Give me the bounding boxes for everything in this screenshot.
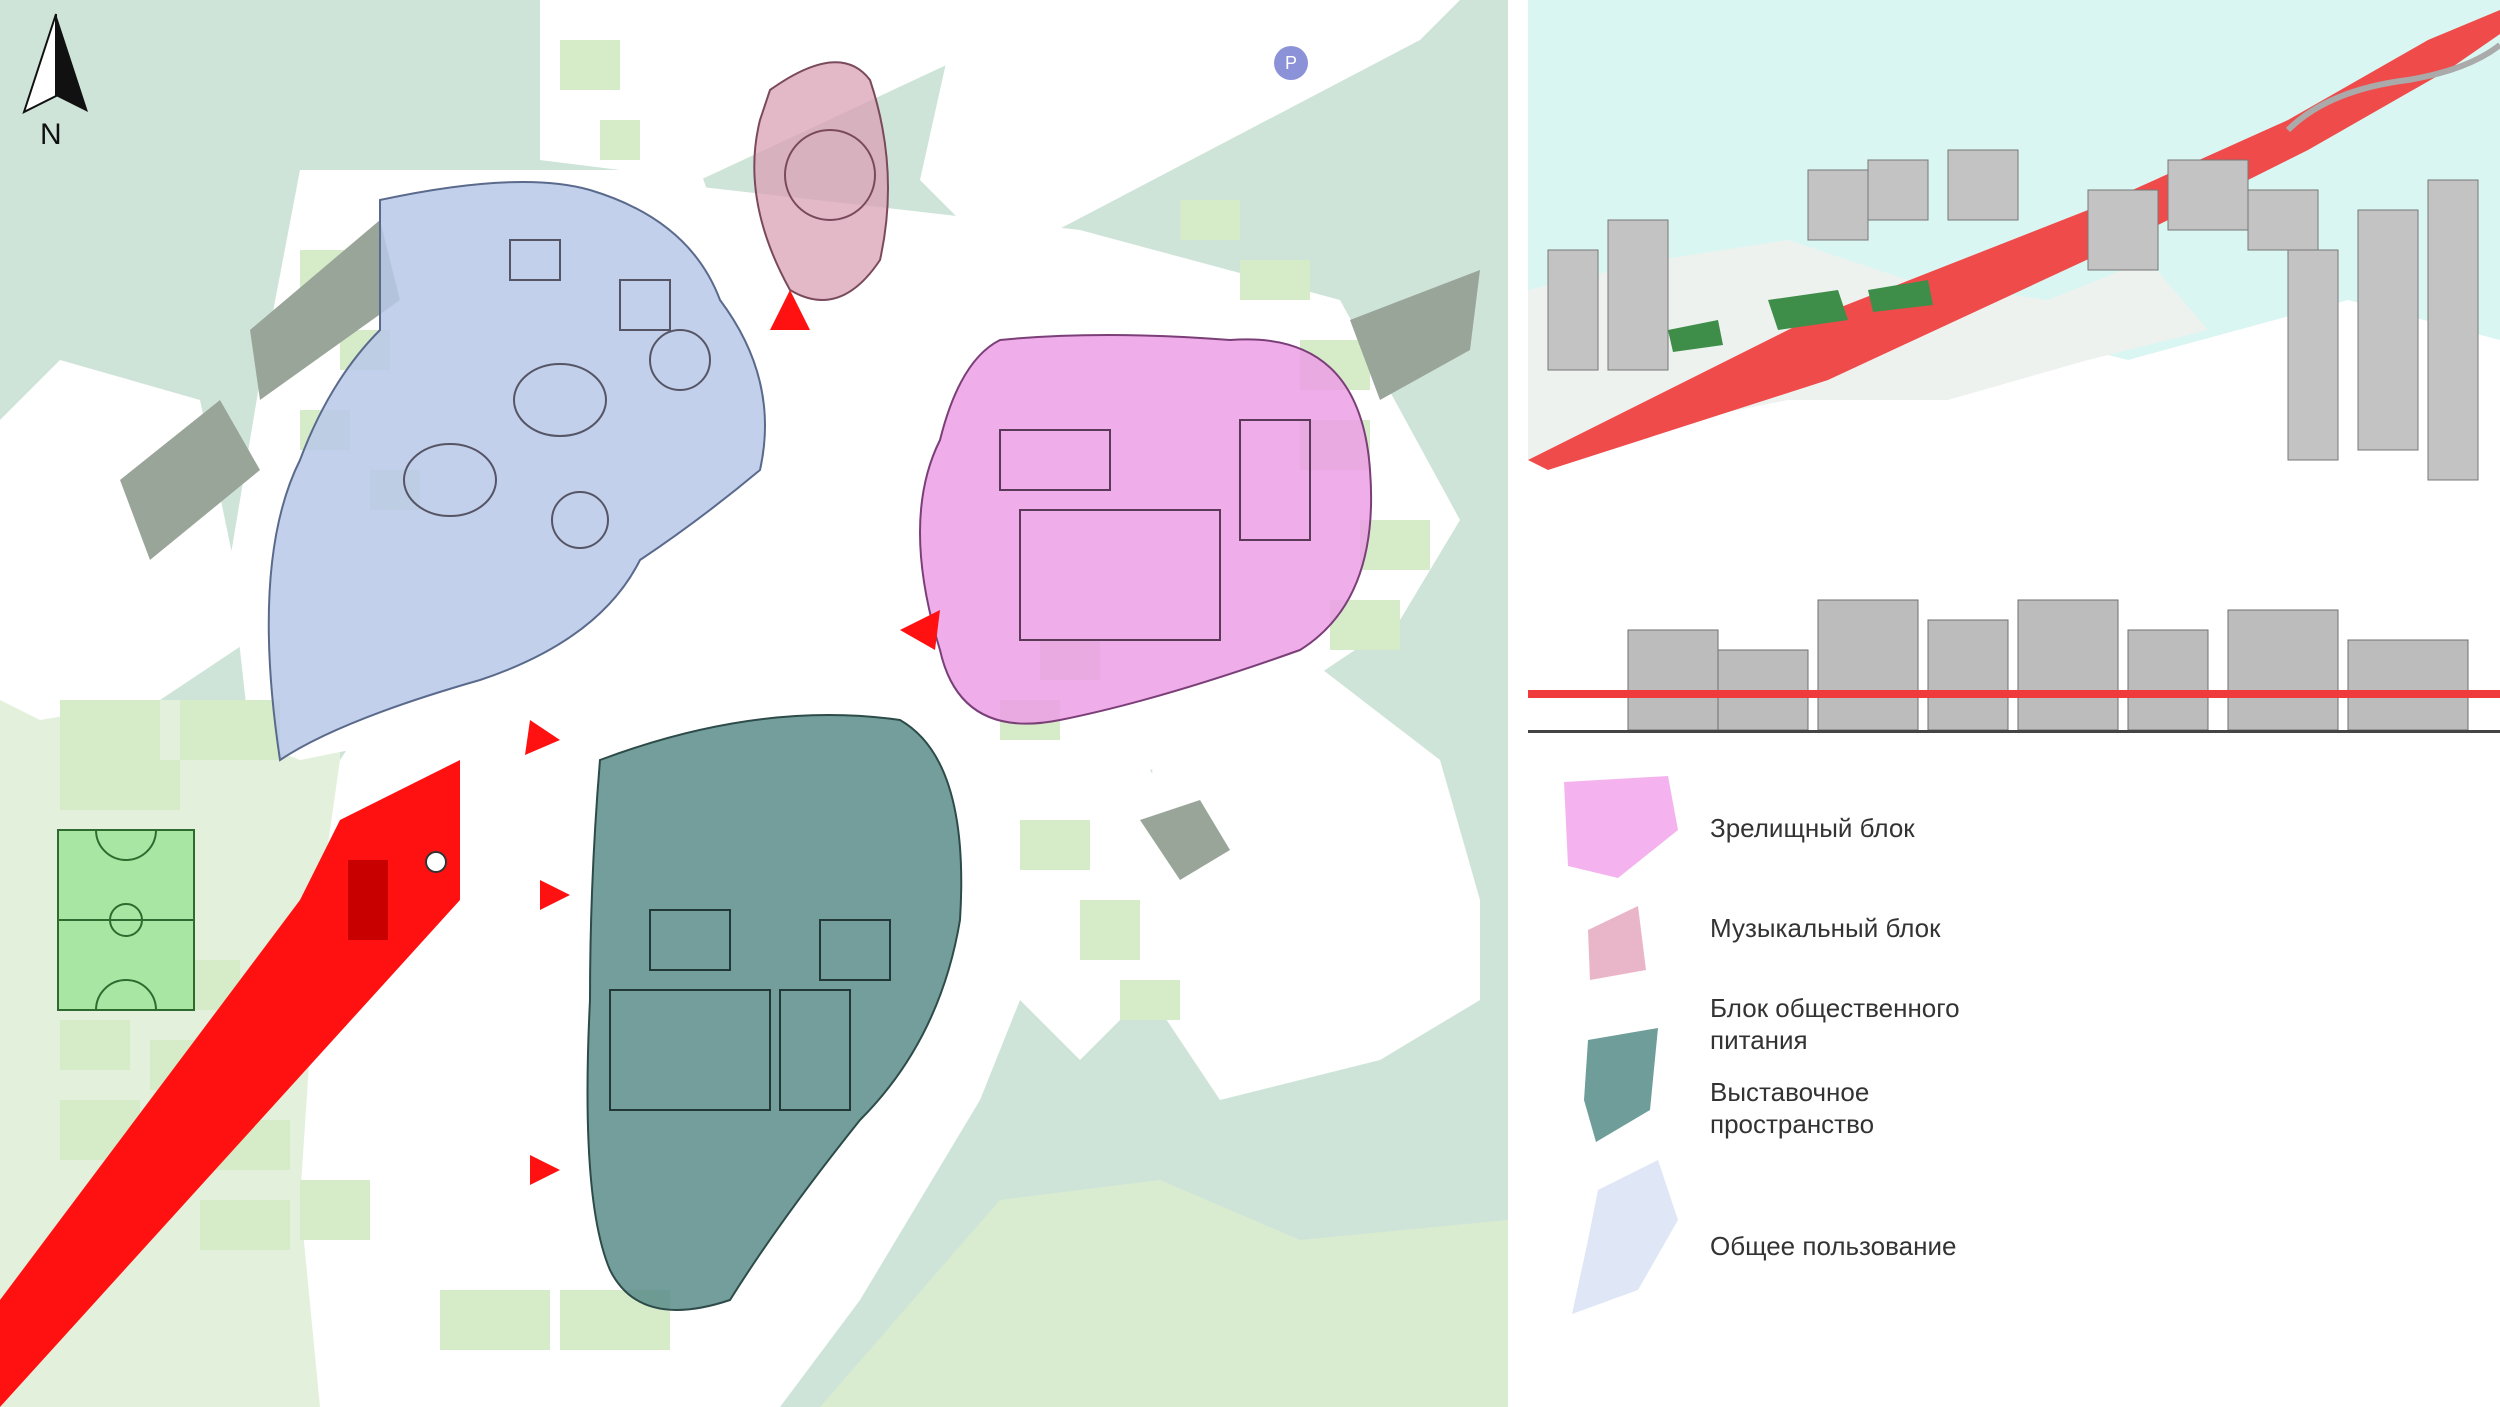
common-block-halls bbox=[403, 239, 711, 549]
legend-swatch-spectacle bbox=[1564, 776, 1678, 878]
legend-swatch-food-exhibition bbox=[1584, 1028, 1658, 1142]
legend-swatch-common bbox=[1572, 1160, 1678, 1314]
lawn-southeast bbox=[820, 1180, 1508, 1407]
sport-field bbox=[57, 829, 195, 1011]
spectacle-block-hall bbox=[999, 419, 1311, 641]
aerial-view bbox=[1528, 0, 2500, 520]
common-use-block bbox=[267, 181, 766, 762]
panel-divider bbox=[1508, 0, 1528, 1407]
walkway-stairs bbox=[348, 860, 388, 940]
legend-label-common: Общее пользование bbox=[1710, 1231, 1957, 1261]
hatched-structures bbox=[120, 220, 1480, 880]
spectacle-block bbox=[919, 334, 1373, 725]
legend: Зрелищный блок Музыкальный блок Блок общ… bbox=[1528, 770, 2500, 1407]
legend-label-food-line1: Блок общественного bbox=[1710, 993, 1960, 1023]
north-label: N bbox=[40, 118, 62, 151]
music-hall-outline bbox=[784, 129, 876, 221]
north-arrow-icon bbox=[22, 13, 88, 114]
right-panel: Зрелищный блок Музыкальный блок Блок общ… bbox=[1528, 0, 2500, 1407]
legend-swatches bbox=[1564, 776, 1678, 1314]
entrance-arrows bbox=[525, 290, 940, 1185]
food-exhibition-rooms bbox=[609, 909, 891, 1111]
legend-label-exhibition-line1: Выставочное bbox=[1710, 1077, 1870, 1107]
legend-label-spectacle: Зрелищный блок bbox=[1710, 813, 1915, 843]
legend-label-food-line2: питания bbox=[1710, 1025, 1808, 1055]
parking-icon: P bbox=[1274, 46, 1308, 80]
legend-label-exhibition-line2: пространство bbox=[1710, 1109, 1875, 1139]
elevator-icon bbox=[425, 851, 447, 873]
red-walkway bbox=[0, 760, 460, 1407]
music-block bbox=[753, 61, 889, 301]
section-elevation bbox=[1528, 580, 2500, 750]
legend-swatch-music bbox=[1588, 906, 1646, 980]
food-exhibition-block bbox=[586, 714, 963, 1311]
legend-label-music: Музыкальный блок bbox=[1710, 913, 1941, 943]
site-plan-map bbox=[0, 0, 1508, 1407]
